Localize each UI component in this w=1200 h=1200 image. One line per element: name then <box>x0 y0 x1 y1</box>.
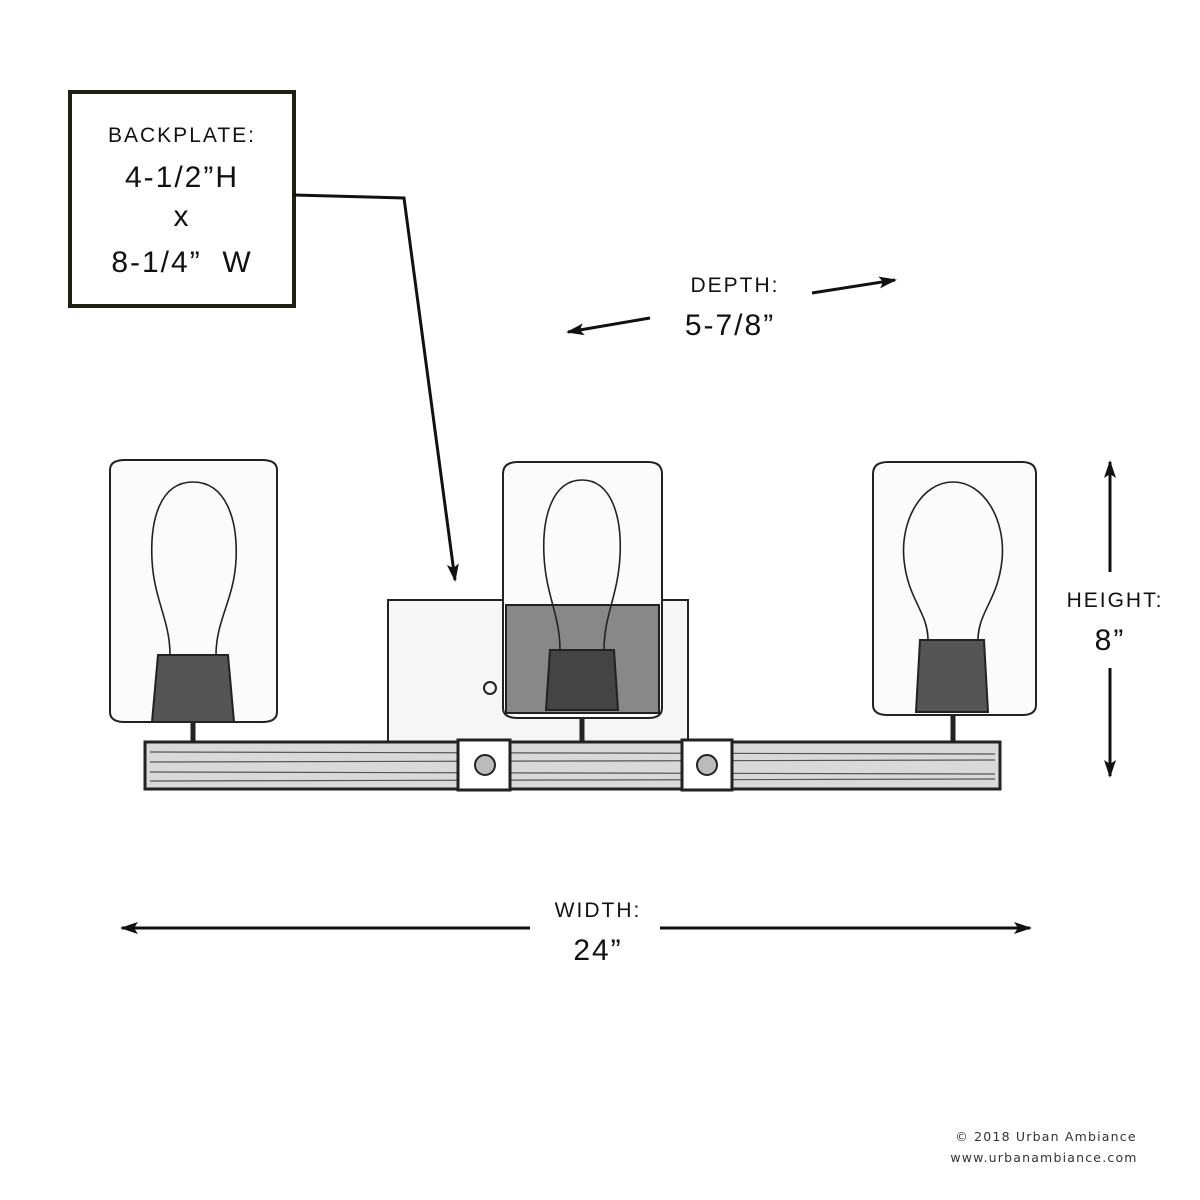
light-fixture-sketch <box>109 459 1037 792</box>
bar-clamp-left <box>456 738 512 792</box>
width-value: 24” <box>573 934 622 967</box>
website-text: www.urbanambiance.com <box>950 1150 1137 1165</box>
height-value: 8” <box>1095 624 1126 657</box>
width-dimension: WIDTH: 24” <box>120 899 1032 967</box>
backplate-times: x <box>174 200 191 233</box>
shade-center <box>502 461 663 742</box>
shade-right <box>872 461 1037 742</box>
bar-knob-icon <box>474 754 496 776</box>
bar-clamp-right <box>680 738 734 792</box>
backplate-label: BACKPLATE: <box>108 124 256 147</box>
bar-knob-icon <box>696 754 718 776</box>
depth-arrow-right <box>811 276 897 295</box>
depth-arrow-left <box>566 316 651 336</box>
crossbar <box>143 740 1002 791</box>
backplate-width: 8-1/4” W <box>111 246 252 279</box>
backplate-leader-line <box>293 193 459 582</box>
width-label: WIDTH: <box>555 899 642 922</box>
shade-left <box>109 459 278 742</box>
depth-label: DEPTH: <box>690 274 779 297</box>
height-dimension: HEIGHT: 8” <box>1067 460 1164 778</box>
backplate-screw-icon <box>483 681 497 695</box>
height-label: HEIGHT: <box>1067 589 1164 612</box>
depth-value: 5-7/8” <box>685 309 775 342</box>
backplate-callout: BACKPLATE: 4-1/2”H x 8-1/4” W <box>68 90 459 582</box>
depth-dimension: DEPTH: 5-7/8” <box>566 274 897 342</box>
copyright-text: © 2018 Urban Ambiance <box>955 1129 1137 1144</box>
backplate-box <box>68 90 296 308</box>
backplate-height: 4-1/2”H <box>125 161 239 194</box>
